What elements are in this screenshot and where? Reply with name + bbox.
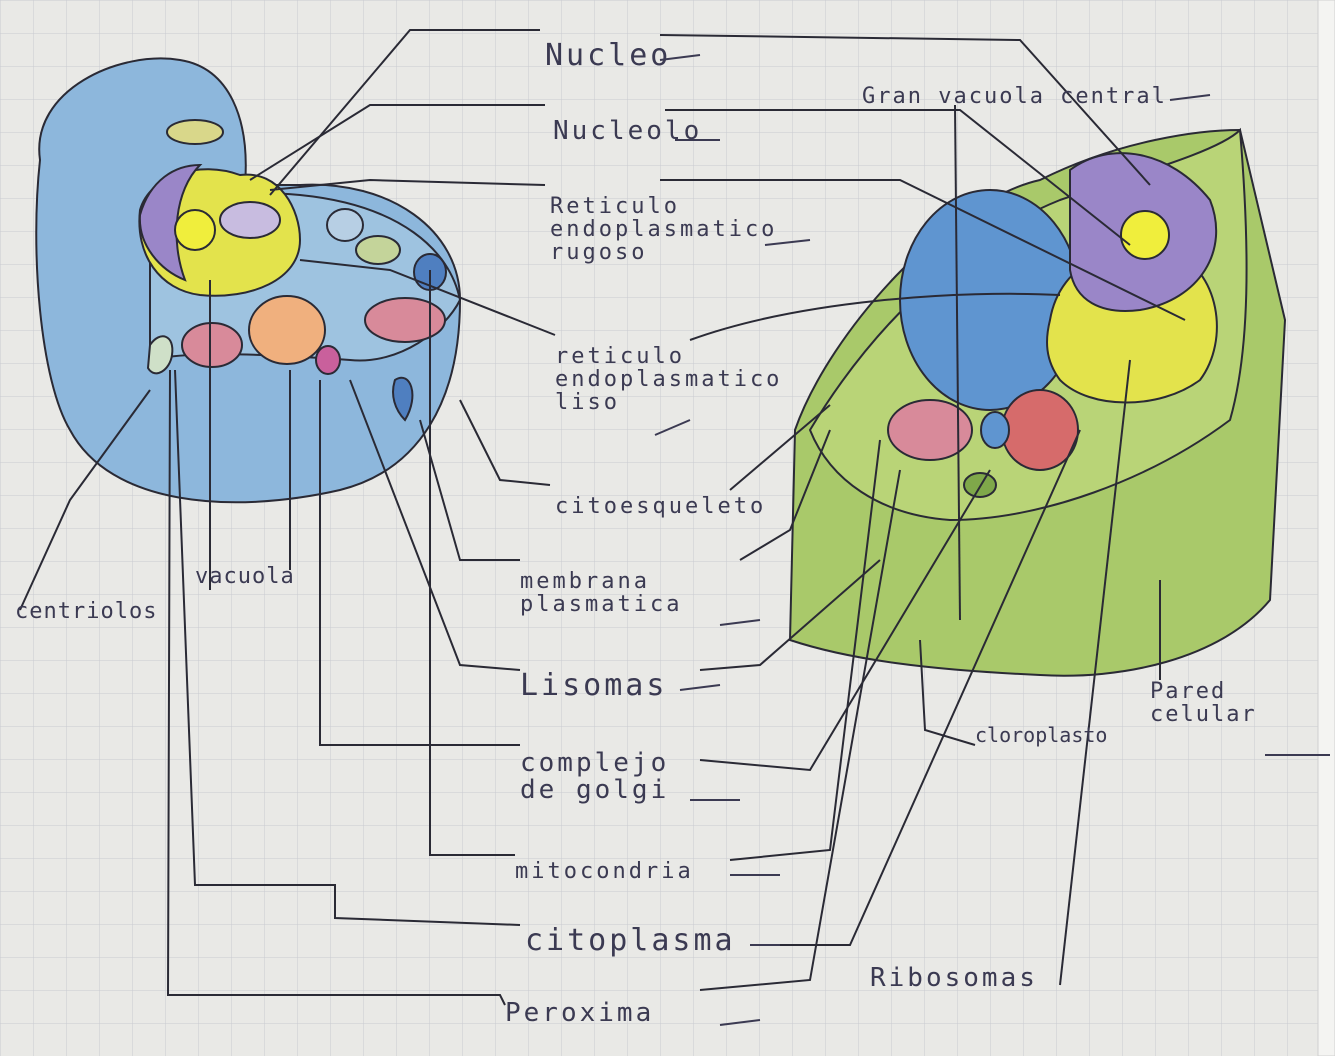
label-reticulo-liso: reticulo endoplasmatico liso <box>555 345 782 414</box>
peroxisome-body <box>316 346 340 374</box>
label-pared-celular: Pared celular <box>1150 680 1257 726</box>
label-membrana-plasmatica: membrana plasmatica <box>520 570 682 616</box>
mitochondrion-1 <box>182 323 242 367</box>
plant-vesicle <box>981 412 1009 448</box>
label-citoplasma: citoplasma <box>525 925 736 957</box>
orange-vesicle <box>249 296 325 364</box>
golgi-body <box>220 202 280 238</box>
label-centriolos: centriolos <box>15 600 157 623</box>
plant-mitochondrion-1 <box>888 400 972 460</box>
label-ribosomas: Ribosomas <box>870 965 1038 992</box>
plant-nucleolus <box>1121 211 1169 259</box>
label-cloroplasto: cloroplasto <box>975 725 1107 746</box>
label-citoesqueleto: citoesqueleto <box>555 495 766 518</box>
nucleolus <box>175 210 215 250</box>
lysosome-2 <box>356 236 400 264</box>
label-mitocondria: mitocondria <box>515 860 694 883</box>
label-vacuola: vacuola <box>195 565 295 588</box>
lysosome-1 <box>327 209 363 241</box>
label-peroxisoma: Peroxima <box>505 1000 654 1027</box>
golgi-top <box>167 120 223 144</box>
label-lisosomas: Lisomas <box>520 670 667 702</box>
label-nucleolo: Nucleolo <box>553 118 702 145</box>
label-reticulo-rugoso: Reticulo endoplasmatico rugoso <box>550 195 777 264</box>
label-nucleo: Nucleo <box>545 40 671 72</box>
page-edge <box>1318 0 1335 1056</box>
mitochondrion-2 <box>365 298 445 342</box>
label-gran-vacuola-central: Gran vacuola central <box>862 85 1167 108</box>
central-vacuole <box>900 190 1080 410</box>
label-complejo-golgi: complejo de golgi <box>520 750 669 805</box>
